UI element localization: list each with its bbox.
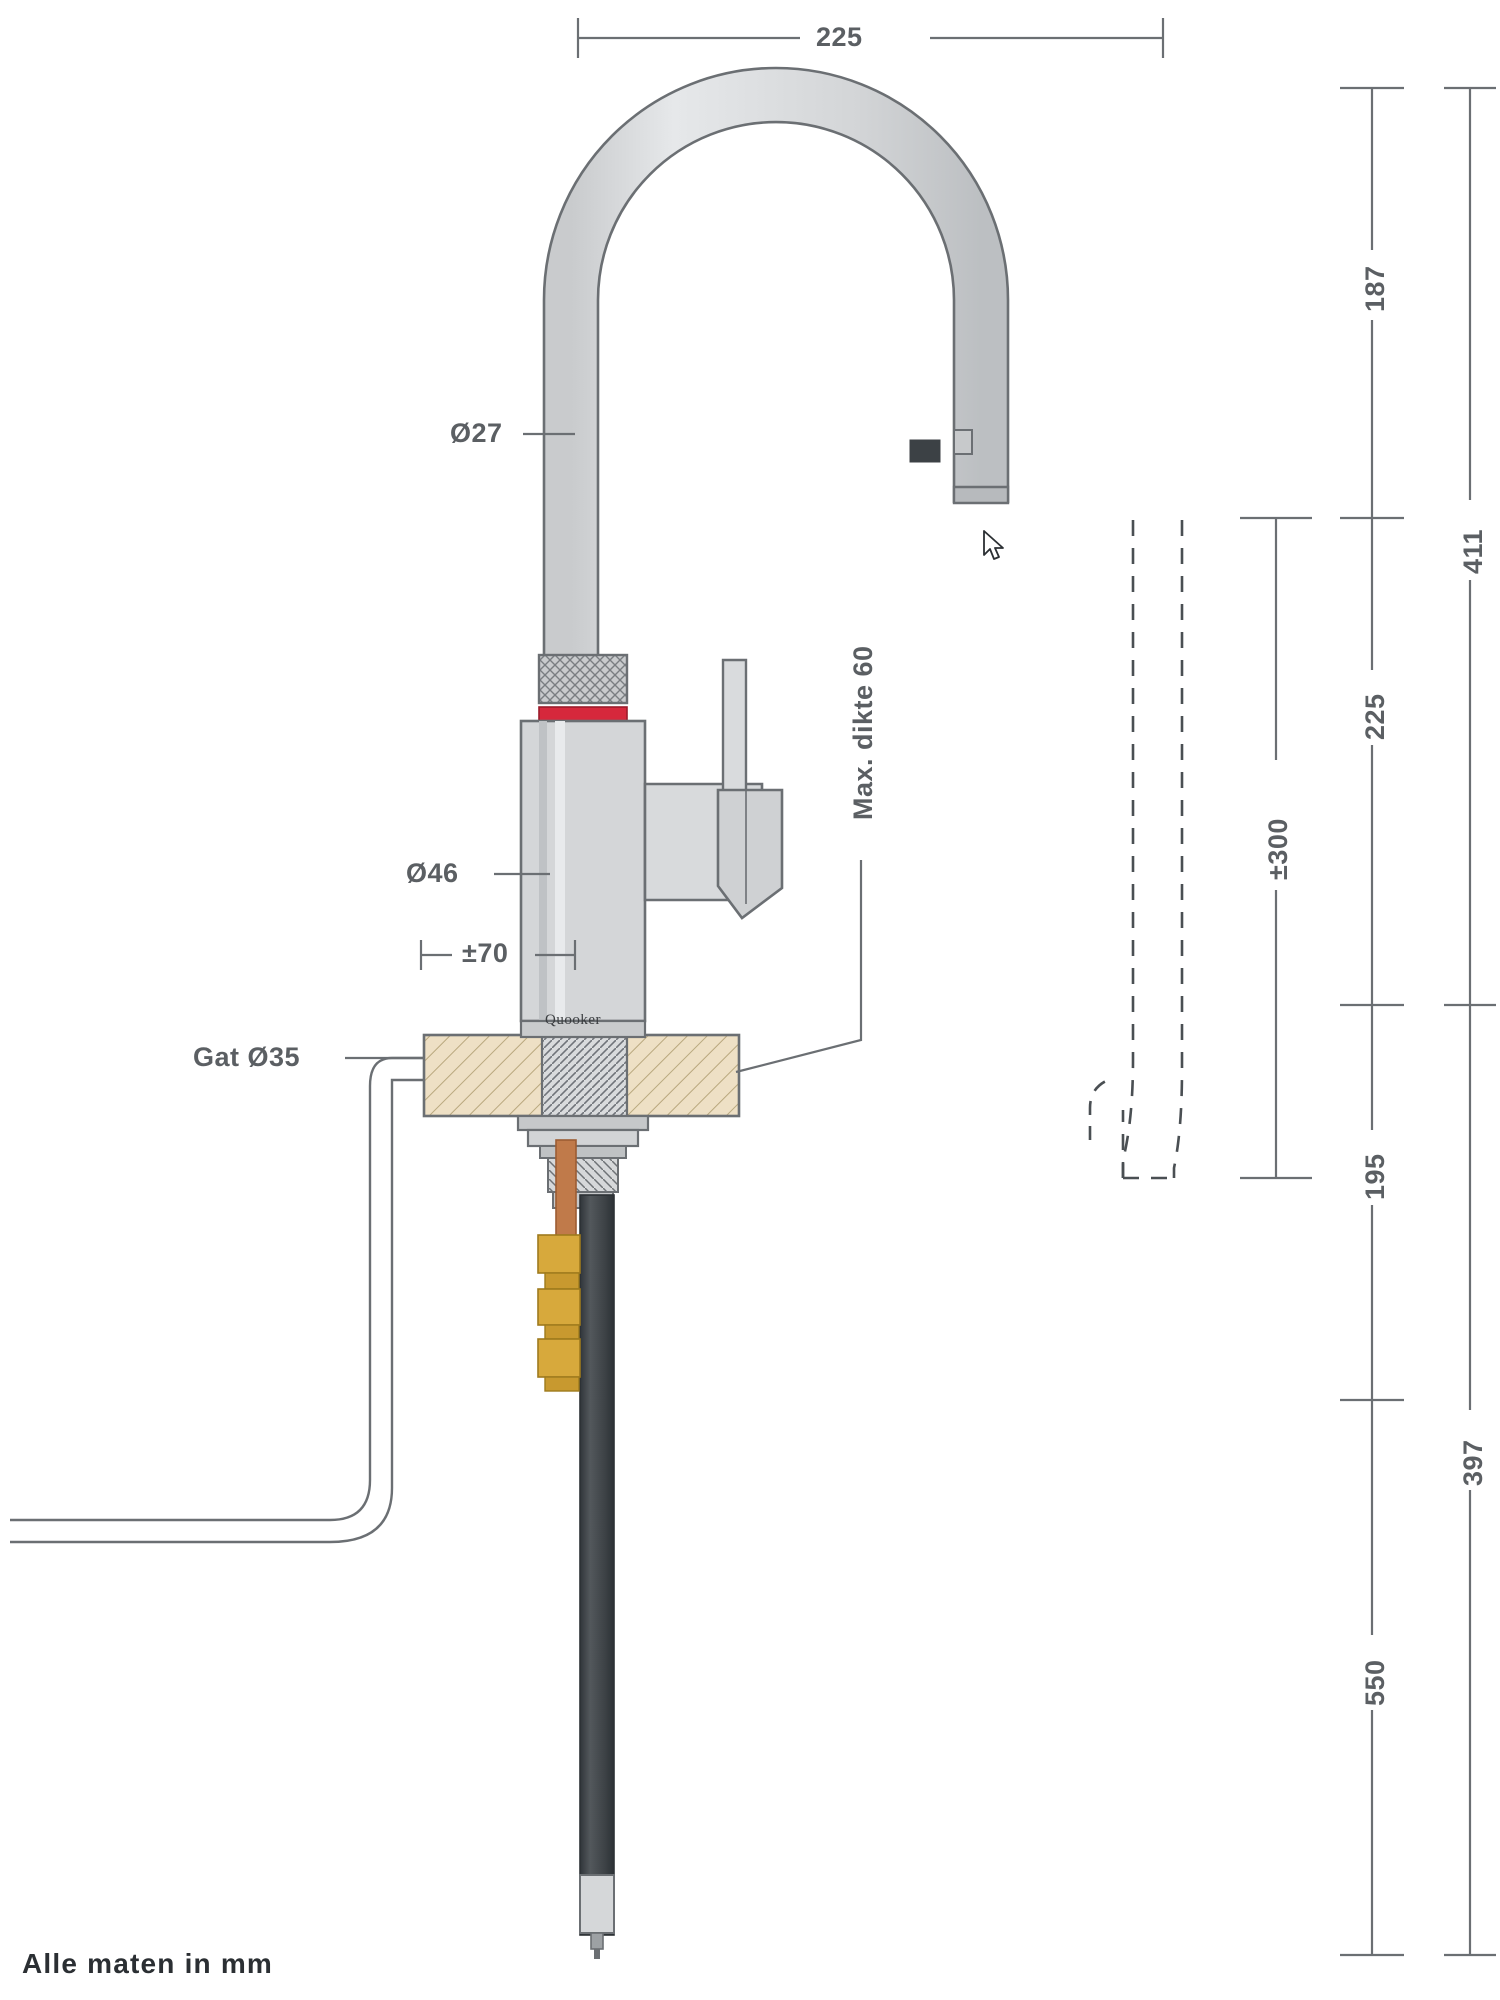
dimension-outer-right (1444, 86, 1496, 1957)
dim-label-397: 397 (1458, 1439, 1488, 1486)
worktop-section (422, 1033, 741, 1118)
dimension-top-225 (576, 18, 1165, 58)
dim-label-top-225: 225 (816, 22, 863, 52)
pullout-hose-tip-dashed (1088, 1078, 1109, 1140)
dim-label-550: 550 (1360, 1659, 1390, 1706)
dimension-300 (1240, 516, 1312, 1180)
dim-label-225: 225 (1360, 693, 1390, 740)
pullout-hose-dashed (1121, 520, 1184, 1180)
dim-label-offset-70: ±70 (462, 938, 509, 968)
faucet-spout (542, 66, 1010, 660)
supply-hose-assembly (537, 1139, 615, 1959)
dim-label-411: 411 (1458, 528, 1488, 574)
leader-max-thickness (735, 860, 863, 1074)
brand-logo-label: Quooker (545, 1012, 601, 1028)
dimension-offset-70 (419, 940, 577, 970)
footer-note: Alle maten in mm (22, 1948, 274, 1979)
faucet-body (519, 653, 784, 1023)
dim-label-hole-35: Gat Ø35 (193, 1042, 301, 1072)
dimension-chain-right (1340, 86, 1404, 1957)
dim-label-diameter-46: Ø46 (406, 858, 459, 888)
flexible-cable (10, 1056, 424, 1544)
dim-label-diameter-27: Ø27 (450, 418, 503, 448)
dim-label-187: 187 (1360, 265, 1390, 312)
dim-label-195: 195 (1360, 1153, 1390, 1200)
dim-label-max-thickness: Max. dikte 60 (848, 645, 878, 820)
mouse-cursor (983, 530, 1004, 560)
dim-label-300: ±300 (1263, 818, 1293, 880)
